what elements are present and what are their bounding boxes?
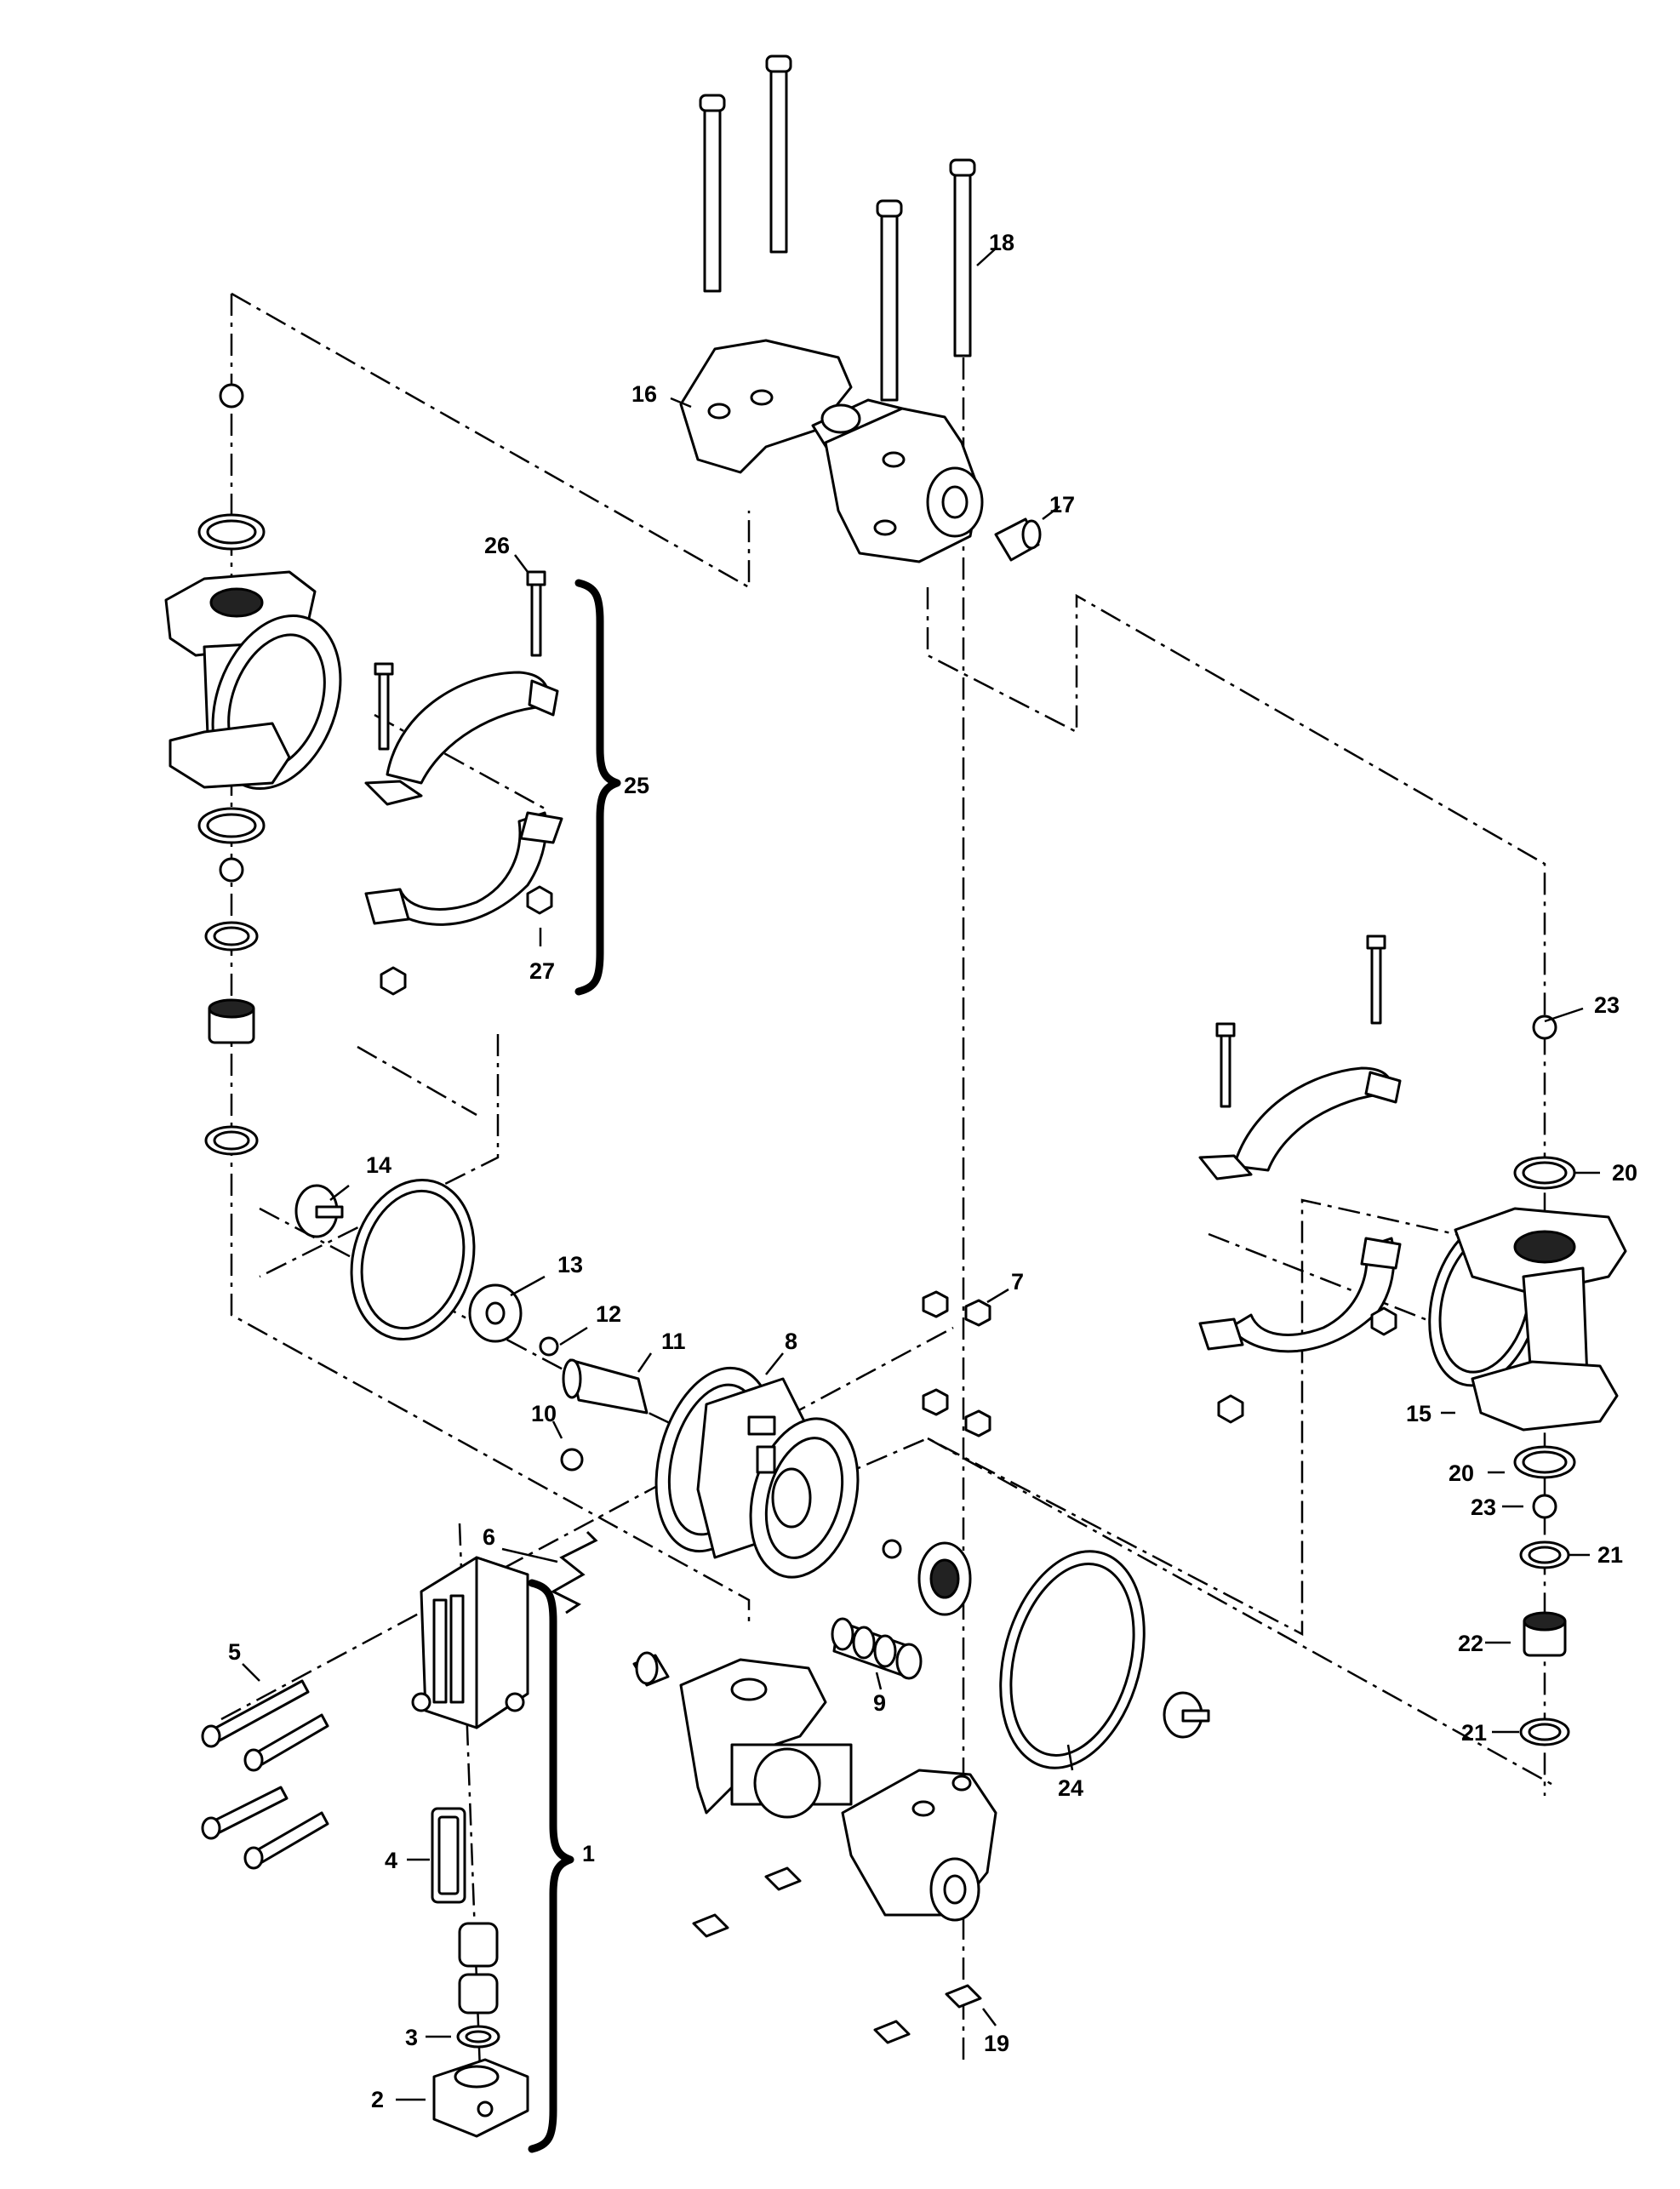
brace-1 (528, 1579, 574, 2153)
label-9: 9 (873, 1690, 886, 1716)
label-24: 24 (1058, 1775, 1083, 1801)
plug-17 (994, 517, 1042, 562)
label-14: 14 (366, 1152, 391, 1178)
bolt-18-set (699, 54, 976, 402)
cap-bolts-5 (201, 1679, 329, 1870)
label-15: 15 (1406, 1401, 1431, 1426)
left-diaphragm-assembly (294, 1178, 649, 1472)
label-10: 10 (531, 1401, 557, 1426)
pilot-spool-9 (831, 1617, 923, 1680)
left-outer-chamber (164, 570, 342, 791)
label-2: 2 (371, 2087, 384, 2112)
callout-labels: 1 2 3 4 5 6 7 8 9 10 11 12 13 14 15 16 1… (228, 230, 1637, 2112)
label-1: 1 (582, 1841, 595, 1866)
label-19: 19 (984, 2031, 1009, 2056)
end-cap-2 (432, 2058, 529, 2138)
right-inner-parts (882, 1539, 1210, 1769)
label-13: 13 (557, 1252, 583, 1277)
label-21-top: 21 (1597, 1542, 1623, 1568)
right-clamp-band (1198, 934, 1402, 1424)
center-body-8 (654, 1366, 860, 1579)
gasket-6 (550, 1530, 598, 1615)
upper-manifold (679, 339, 984, 563)
left-ball-seat-stack (197, 383, 266, 1156)
left-clamp-band (364, 570, 563, 996)
valve-gasket-4 (431, 1807, 466, 1904)
right-ball-seat-stack (1513, 1014, 1576, 1746)
label-4: 4 (385, 1848, 397, 1873)
label-26: 26 (484, 533, 510, 558)
label-20-top: 20 (1612, 1160, 1637, 1186)
air-valve-body (411, 1556, 529, 1729)
square-nuts-19 (692, 1866, 982, 2044)
label-21-bottom: 21 (1461, 1720, 1487, 1746)
nuts-7 (922, 1290, 991, 1437)
label-6: 6 (483, 1524, 495, 1550)
right-outer-chamber (1428, 1207, 1627, 1432)
label-17: 17 (1049, 492, 1075, 517)
label-5: 5 (228, 1639, 241, 1665)
lower-manifold (632, 1651, 997, 1922)
label-20-bottom: 20 (1449, 1460, 1474, 1486)
label-11: 11 (661, 1329, 686, 1354)
label-18: 18 (989, 230, 1014, 255)
label-12: 12 (596, 1301, 621, 1327)
label-8: 8 (785, 1329, 797, 1354)
leader-lines (242, 248, 1600, 2101)
label-27: 27 (529, 958, 555, 984)
label-25: 25 (624, 773, 649, 798)
label-22: 22 (1458, 1631, 1483, 1656)
label-7: 7 (1011, 1269, 1024, 1295)
label-23-top: 23 (1594, 992, 1620, 1018)
brace-25 (574, 579, 621, 996)
label-3: 3 (405, 2025, 418, 2050)
valve-plunger-stack (456, 1922, 500, 2049)
label-16: 16 (631, 381, 657, 407)
label-23-bottom: 23 (1471, 1495, 1496, 1520)
